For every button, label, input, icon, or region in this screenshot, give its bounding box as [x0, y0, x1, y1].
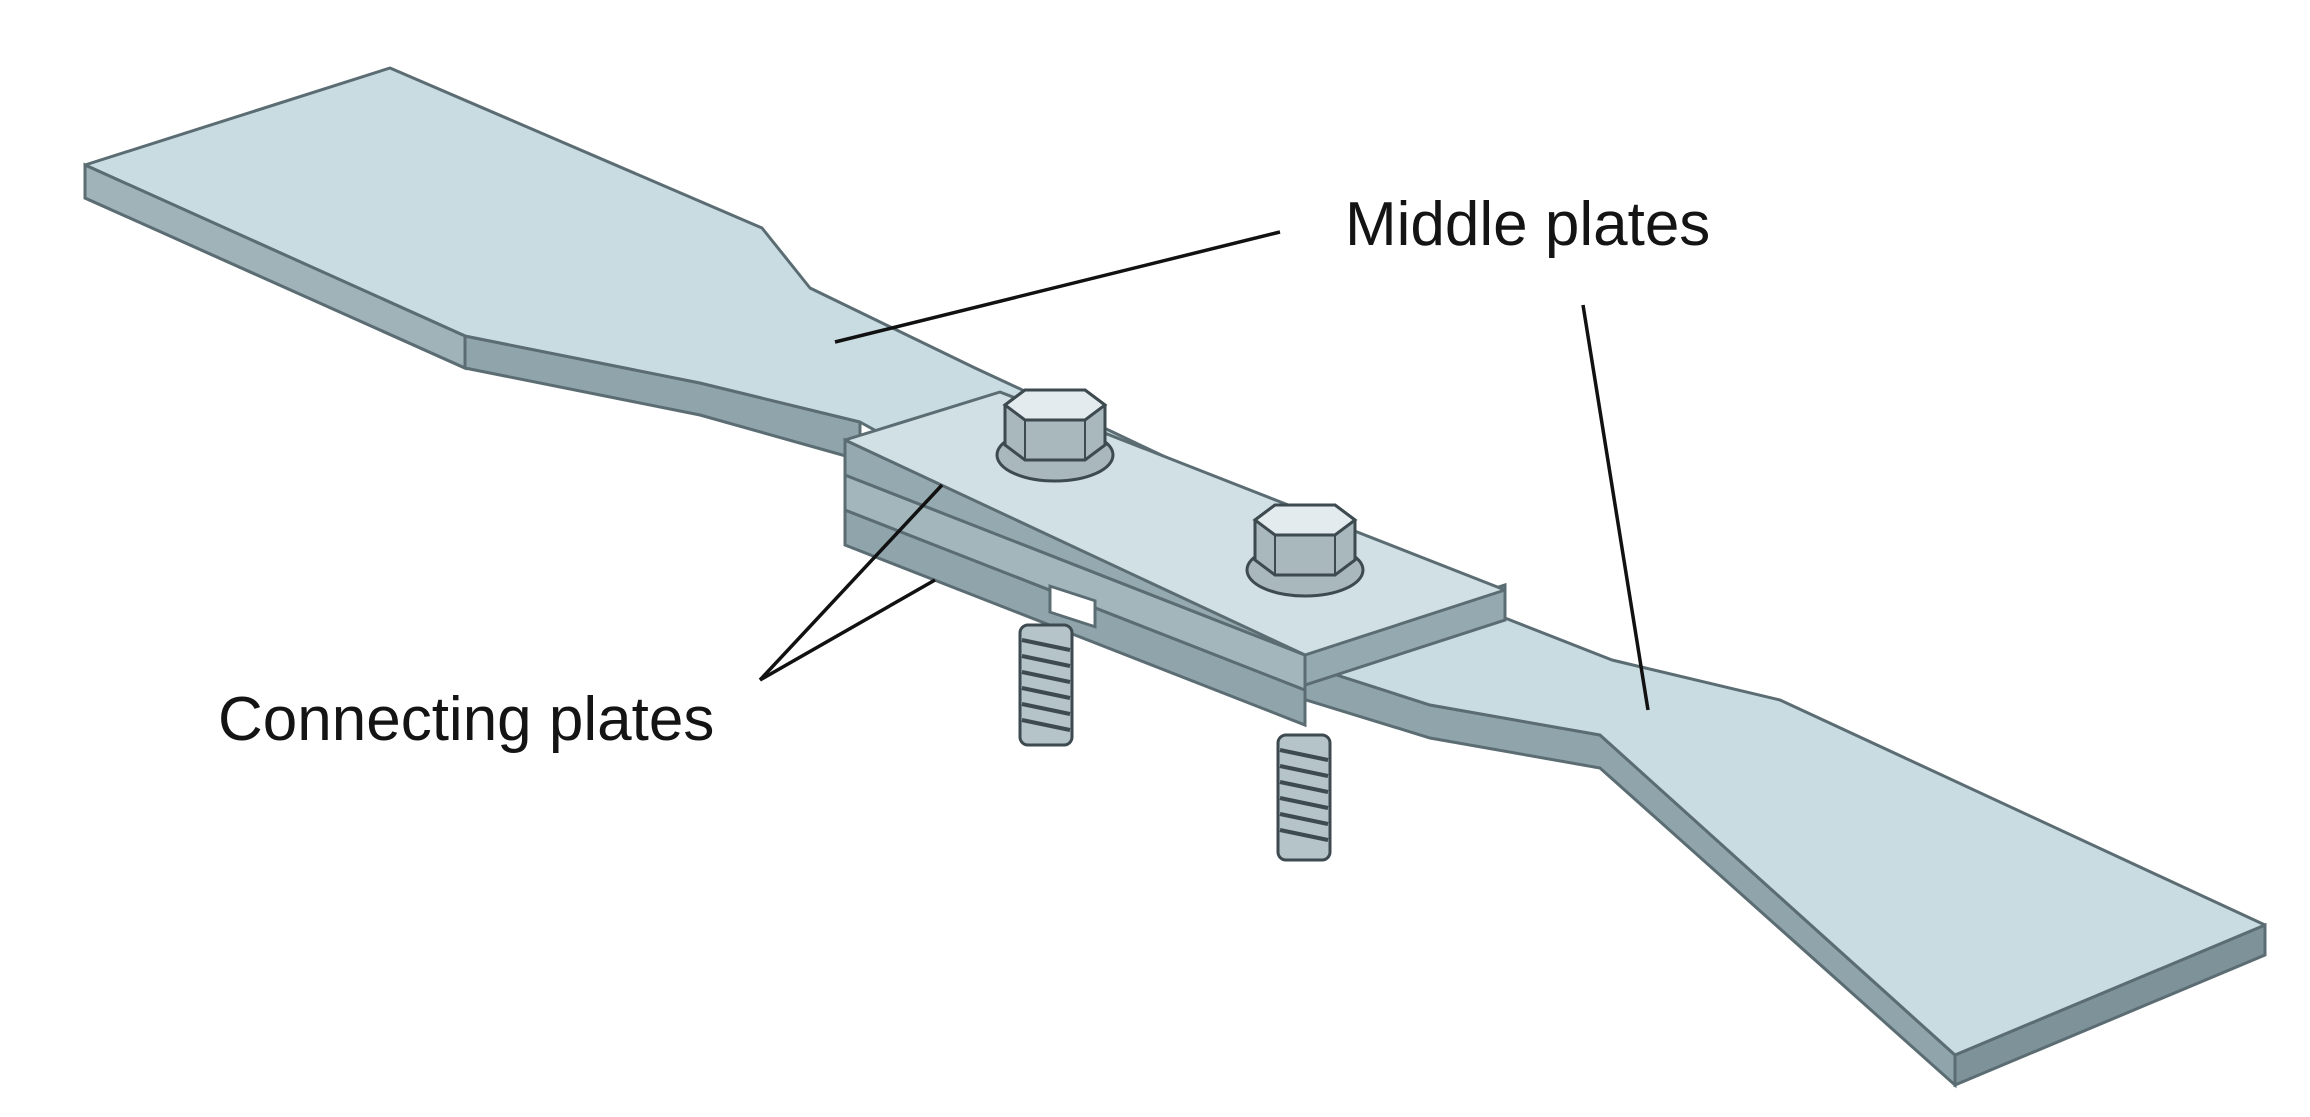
leader-connecting-plates-upper — [758, 483, 944, 682]
leader-middle-plates-left — [834, 230, 1281, 344]
label-connecting-plates: Connecting plates — [218, 685, 714, 754]
bolt-shank-left — [1018, 623, 1074, 747]
leader-lines — [758, 230, 1650, 711]
bolt-shank-right — [1276, 733, 1332, 862]
plate-gap-slot — [1048, 584, 1097, 629]
leader-connecting-plates-lower — [759, 578, 936, 682]
hex-bolt-icon — [995, 388, 1115, 483]
thread-lines — [1279, 748, 1329, 842]
thread-lines — [1021, 638, 1071, 732]
middle-plate-end-left — [83, 162, 467, 371]
threaded-shank-icon — [1018, 623, 1074, 747]
label-middle-plates: Middle plates — [1345, 190, 1710, 259]
hex-bolt-icon — [1245, 503, 1365, 598]
leader-middle-plates-right — [1581, 304, 1650, 711]
